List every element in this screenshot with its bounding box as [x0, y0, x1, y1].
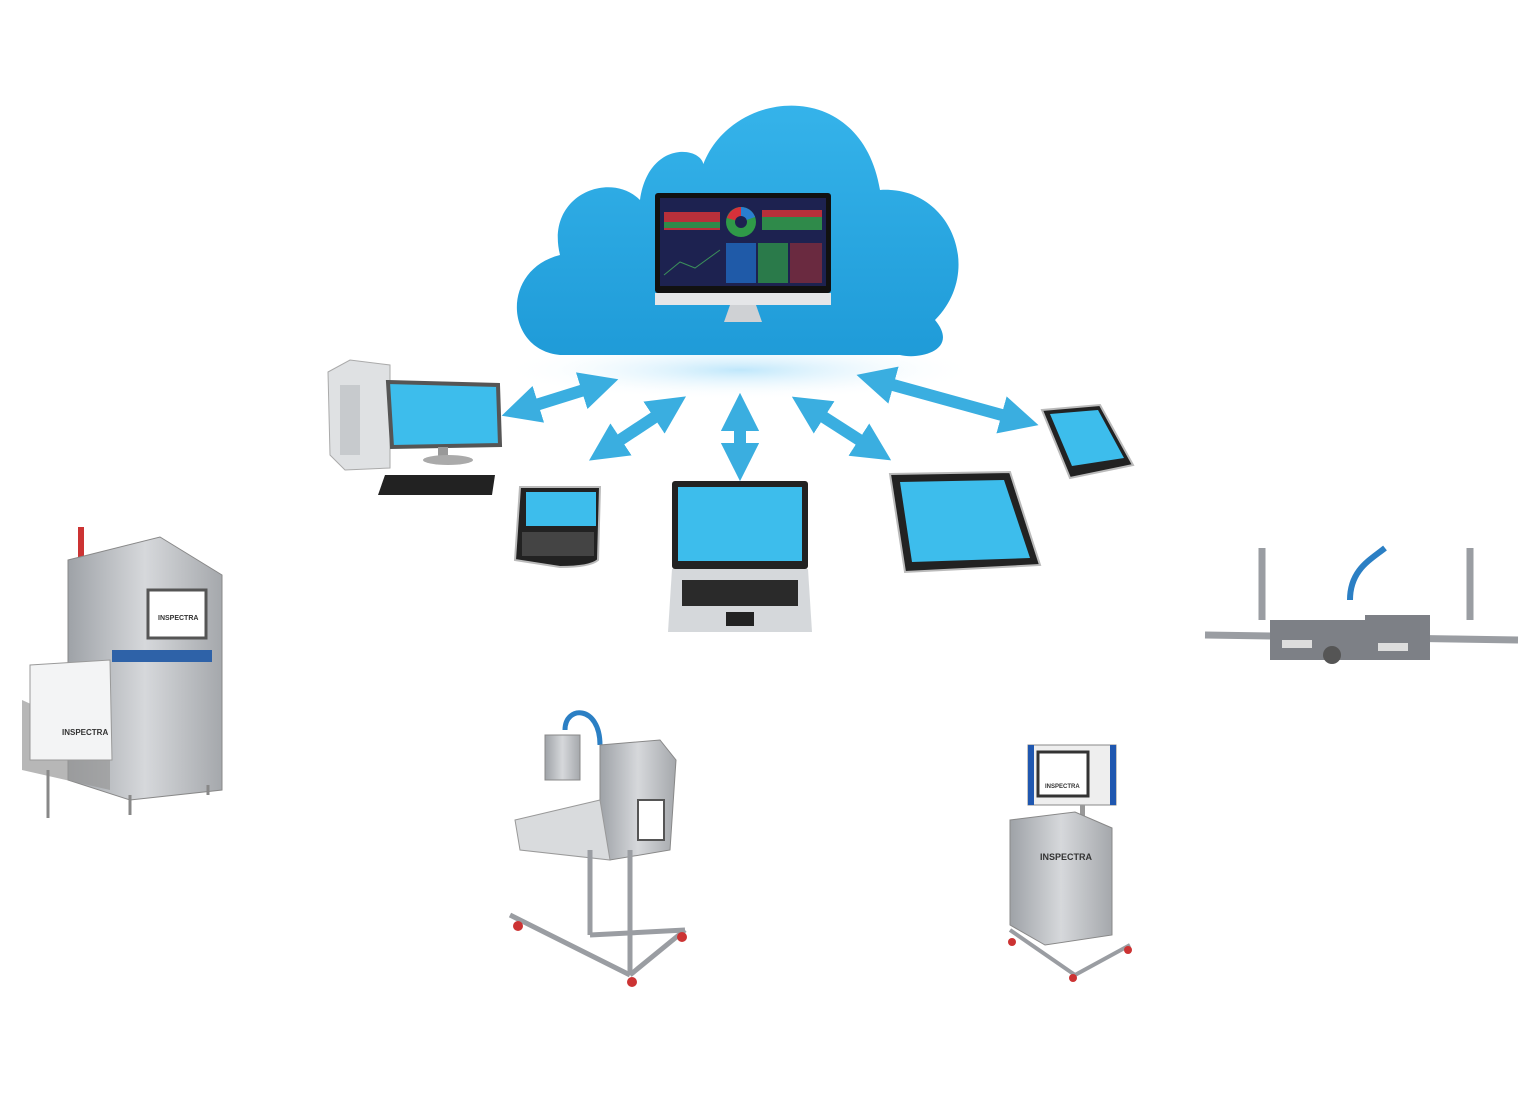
- logo-text-4: INSPECTRA: [1040, 852, 1093, 862]
- desktop-computer: [327, 359, 503, 495]
- control-cabinet: INSPECTRA INSPECTRA: [1008, 744, 1132, 982]
- checkweigher-machine: INSPECTRA INSPECTRA: [22, 527, 223, 818]
- logo-text-3: INSPECTRA: [1045, 784, 1080, 790]
- arrow-phone: [588, 396, 687, 461]
- smartphone: [1040, 403, 1135, 480]
- tablet: [888, 470, 1042, 574]
- overhead-sensor-rail: [1204, 545, 1519, 664]
- laptop: [668, 481, 812, 632]
- dashboard-monitor: [655, 193, 831, 322]
- arrow-smartphone: [856, 366, 1039, 434]
- arrow-tablet: [791, 396, 892, 461]
- logo-text-2: INSPECTRA: [62, 728, 108, 737]
- logo-text: INSPECTRA: [158, 615, 198, 622]
- arrow-desktop: [501, 372, 619, 423]
- connection-arrows: [501, 366, 1039, 482]
- blackberry-phone: [513, 486, 602, 569]
- mobile-inspection-cart: [508, 710, 687, 987]
